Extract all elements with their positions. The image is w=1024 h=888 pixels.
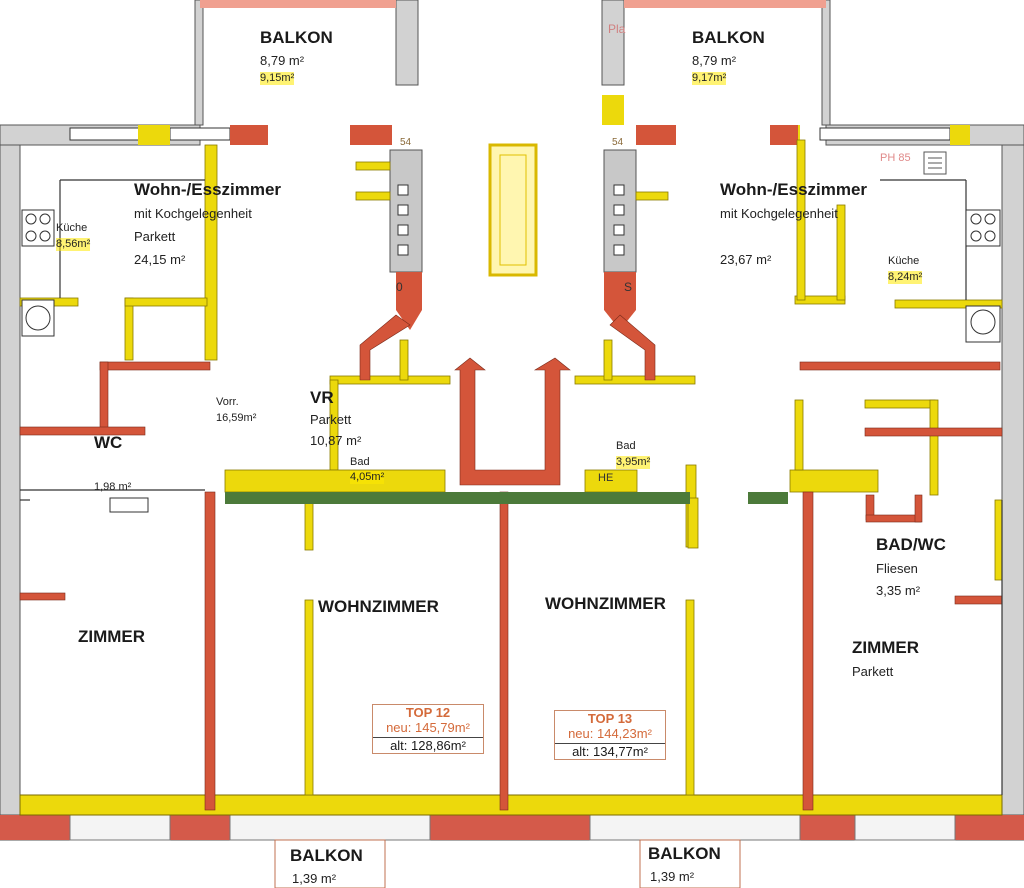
- bad-right-label: Bad: [616, 440, 636, 452]
- wohnzimmer-left-label: WOHNZIMMER: [318, 597, 439, 616]
- top-balcony-railings: [200, 0, 826, 8]
- top12-alt: alt: 128,86m²: [373, 737, 483, 753]
- top13-alt: alt: 134,77m²: [555, 743, 665, 759]
- balkon-bottom-left-label: BALKON: [290, 846, 363, 865]
- balkon-bottom-right-label: BALKON: [648, 844, 721, 863]
- pl-note: Pla: [608, 22, 626, 36]
- top13-title: TOP 13: [587, 711, 633, 726]
- zimmer-left-label: ZIMMER: [78, 627, 146, 646]
- yellow-walls: [19, 139, 1003, 796]
- vr-label: VR: [310, 388, 334, 407]
- top12-title: TOP 12: [405, 705, 451, 720]
- badwc-floor: Fliesen: [876, 561, 918, 576]
- wohn-right-sub: mit Kochgelegenheit: [720, 206, 838, 221]
- badwc-area: 3,35 m²: [876, 583, 921, 598]
- red-blocks-top: [230, 95, 798, 145]
- chimney-right: [603, 149, 637, 330]
- wohnzimmer-right-label: WOHNZIMMER: [545, 594, 666, 613]
- wohn-right-area: 23,67 m²: [720, 252, 772, 267]
- top13-box: TOP 13 neu: 144,23m² alt: 134,77m²: [554, 710, 666, 760]
- vr-floor: Parkett: [310, 412, 352, 427]
- wohn-left-floor: Parkett: [134, 229, 176, 244]
- shaft-right-marker: S: [624, 280, 633, 294]
- vorr-area: 16,59m²: [216, 412, 257, 424]
- kueche-left-area: 8,56m²: [56, 238, 91, 251]
- chimney-left: [389, 149, 423, 330]
- ph-marker: PH 85: [880, 152, 911, 164]
- bottom-balconies: [274, 839, 741, 888]
- green-strips: [225, 492, 788, 504]
- light-well: [488, 143, 538, 277]
- stove-left: [21, 209, 55, 247]
- bad-left-label: Bad: [350, 456, 370, 468]
- bad-left-area: 4,05m²: [350, 471, 385, 484]
- dimension-left: 54: [400, 137, 412, 148]
- zimmer-right-label: ZIMMER: [852, 638, 920, 657]
- shaft-left-marker: 0: [396, 280, 403, 294]
- balkon-top-left-area: 8,79 m²: [260, 53, 305, 68]
- wohn-right-label: Wohn-/Esszimmer: [720, 180, 868, 199]
- south-yellow-wall: [19, 794, 1003, 816]
- balkon-top-right-area-alt: 9,17m²: [692, 72, 727, 85]
- zimmer-right-floor: Parkett: [852, 664, 894, 679]
- ph-box: [923, 151, 947, 175]
- wohn-left-label: Wohn-/Esszimmer: [134, 180, 282, 199]
- balkon-top-right-area: 8,79 m²: [692, 53, 737, 68]
- stove-right: [965, 209, 1001, 247]
- sink-right: [965, 305, 1001, 343]
- wohn-left-sub: mit Kochgelegenheit: [134, 206, 252, 221]
- balkon-top-right-label: BALKON: [692, 28, 765, 47]
- top12-neu: neu: 145,79m²: [386, 720, 470, 735]
- wc-label: WC: [94, 433, 123, 452]
- dimension-right: 54: [612, 137, 624, 148]
- vr-area: 10,87 m²: [310, 433, 362, 448]
- wc-fixture: [109, 497, 149, 513]
- balkon-top-left-label: BALKON: [260, 28, 333, 47]
- kueche-right-label: Küche: [888, 255, 920, 267]
- wohn-left-area: 24,15 m²: [134, 252, 186, 267]
- sink-left: [21, 299, 55, 337]
- balkon-top-left-area-alt: 9,15m²: [260, 72, 295, 85]
- kueche-left-label: Küche: [56, 222, 88, 234]
- top12-box: TOP 12 neu: 145,79m² alt: 128,86m²: [372, 704, 484, 754]
- vorr-label: Vorr.: [216, 396, 239, 408]
- balkon-bottom-right-area: 1,39 m²: [650, 869, 695, 884]
- bad-right-area: 3,95m²: [616, 456, 651, 469]
- he-marker: HE: [598, 472, 614, 484]
- kueche-right-area: 8,24m²: [888, 271, 923, 284]
- bottom-band: [0, 814, 1024, 841]
- wc-area: 1,98 m²: [94, 481, 132, 493]
- badwc-label: BAD/WC: [876, 535, 946, 554]
- windows-top: [69, 127, 951, 141]
- top13-neu: neu: 144,23m²: [568, 726, 652, 741]
- red-walls: [19, 314, 1003, 811]
- balkon-bottom-left-area: 1,39 m²: [292, 871, 337, 886]
